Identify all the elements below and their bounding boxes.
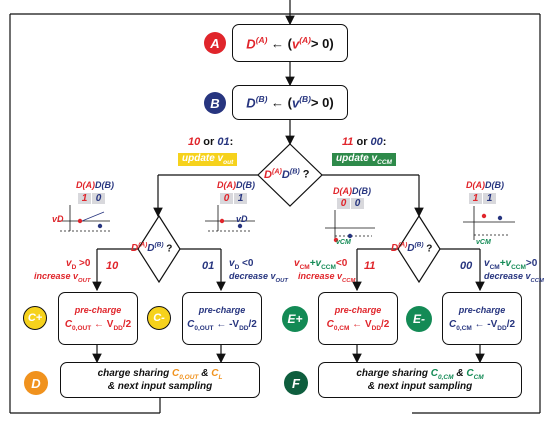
condition-code-01: 01 (202, 260, 215, 272)
right-decision-diamond (397, 214, 441, 284)
sharing-badge-f: F (284, 371, 308, 395)
main-decision-diamond (257, 143, 323, 207)
inset-plot-4 (463, 206, 515, 240)
step-a-badge: A (204, 32, 226, 54)
condition-11-line2: increase vCCM (298, 271, 356, 284)
inset-4-axis: vCM (476, 239, 491, 246)
inset-1-header: D(A)D(B) (76, 180, 114, 190)
condition-00-line1: vCM+vCCM>0 (484, 258, 538, 271)
inset-2-cell-a: 0 (220, 193, 233, 204)
inset-plot-1 (58, 205, 110, 232)
inset-2-cell-b: 1 (234, 193, 247, 204)
right-decision-label: D(A)D(B) ? (391, 242, 433, 255)
inset-4-header: D(A)D(B) (466, 180, 504, 190)
precharge-box-c-minus: pre-charge C0,OUT ← -VDD/2 (182, 292, 262, 345)
condition-code-11: 11 (364, 260, 376, 272)
inset-1-cell-b: 0 (92, 193, 105, 204)
step-a-var: D(A) (246, 34, 268, 52)
precharge-box-c-plus: pre-charge C0,OUT ← VDD/2 (58, 292, 138, 345)
step-b-badge: B (204, 92, 226, 114)
inset-3-cell-a: 0 (337, 198, 350, 209)
step-a-box: D(A) ← ( v(A) > 0) (232, 24, 348, 62)
inset-1-cell-a: 1 (78, 193, 91, 204)
step-b-box: D(B) ← ( v(B) > 0) (232, 85, 348, 120)
sharing-badge-d: D (24, 371, 48, 395)
condition-code-00: 00 (460, 260, 473, 272)
branch-right-action: update vCCM (332, 153, 396, 166)
precharge-badge-c-plus: C+ (23, 306, 47, 330)
branch-left-label: 10 or 01: (188, 136, 234, 148)
left-decision-label: D(A)D(B) ? (131, 242, 173, 255)
condition-code-10: 10 (106, 260, 119, 272)
inset-4-cell-b: 1 (483, 193, 496, 204)
precharge-badge-c-minus: C- (147, 306, 171, 330)
inset-4-cell-a: 1 (469, 193, 482, 204)
condition-00-line2: decrease vCCM (484, 271, 544, 284)
condition-01-line2: decrease vOUT (229, 271, 288, 284)
main-decision-label: D(A)D(B) ? (264, 167, 310, 181)
branch-right-label: 11 or 00: (342, 136, 387, 148)
inset-3-axis: vCM (336, 239, 351, 246)
sharing-box-f: charge sharing C0,CM & CCM & next input … (318, 362, 522, 398)
left-decision-diamond (137, 214, 181, 284)
precharge-badge-e-minus: E- (406, 306, 432, 332)
inset-3-cell-b: 0 (351, 198, 364, 209)
precharge-badge-e-plus: E+ (282, 306, 308, 332)
branch-left-action: update vout (178, 153, 238, 166)
condition-10-line1: vD >0 (66, 258, 91, 271)
precharge-box-e-minus: pre-charge C0,CM ← -VDD/2 (442, 292, 522, 345)
condition-01-line1: vD <0 (229, 258, 254, 271)
inset-2-axis: vD (236, 214, 248, 224)
inset-1-axis: vD (52, 214, 64, 224)
condition-10-line2: increase vOUT (34, 271, 91, 284)
inset-3-header: D(A)D(B) (333, 186, 371, 196)
inset-plot-2 (205, 205, 255, 232)
inset-2-header: D(A)D(B) (217, 180, 255, 190)
inset-plot-3 (325, 210, 375, 243)
sharing-box-d: charge sharing C0,OUT & CL & next input … (60, 362, 260, 398)
condition-11-line1: vCM+vCCM<0 (294, 258, 348, 271)
precharge-box-e-plus: pre-charge C0,CM ← VDD/2 (318, 292, 398, 345)
